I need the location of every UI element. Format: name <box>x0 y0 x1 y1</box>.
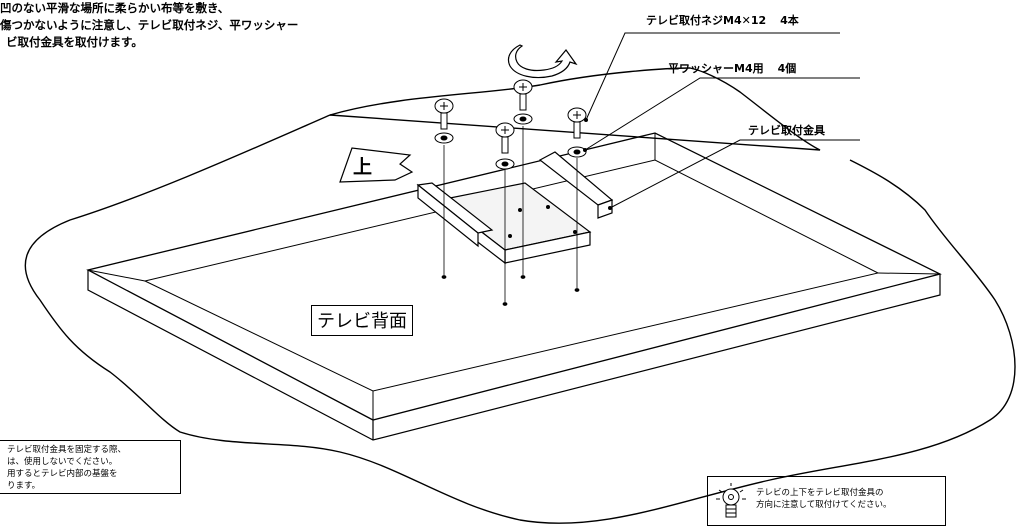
intro-line: 凹のない平滑な場所に柔らかい布等を敷き、 <box>0 1 230 15</box>
leader-dots <box>583 118 612 210</box>
screw-axis-lines <box>441 126 580 306</box>
screws <box>434 79 587 154</box>
washer-label: 平ワッシャーM4用 4個 <box>668 60 796 76</box>
tip-box: テレビの上下をテレビ取付金具の 方向に注意して取付けてください。 <box>707 476 946 526</box>
tip-line: 方向に注意して取付けてください。 <box>756 500 892 510</box>
screw-label: テレビ取付ネジM4✕12 4本 <box>646 12 799 28</box>
frame-bevels <box>87 133 941 420</box>
rotate-arrow-icon <box>507 44 578 79</box>
tv-back-label: テレビ背面 <box>311 305 413 336</box>
intro-line: ビ取付金具を取付けます。 <box>6 35 143 49</box>
tip-line: テレビの上下をテレビ取付金具の <box>756 488 884 498</box>
washer-label-text: 平ワッシャーM4用 <box>668 62 764 75</box>
warning-line: テレビ取付金具を固定する際、 <box>7 445 127 455</box>
intro-text: 凹のない平滑な場所に柔らかい布等を敷き、 傷つかないように注意し、テレビ取付ネジ… <box>0 0 298 51</box>
bracket-drawing <box>416 151 614 265</box>
warning-line: ります。 <box>7 481 41 491</box>
frame-sides <box>87 270 941 441</box>
warning-box: テレビ取付金具を固定する際、 は、使用しないでください。 用するとテレビ内部の基… <box>0 440 181 494</box>
lightbulb-icon <box>716 483 746 518</box>
leader-lines <box>584 32 860 209</box>
warning-line: 用するとテレビ内部の基盤を <box>7 469 118 479</box>
tip-text: テレビの上下をテレビ取付金具の 方向に注意して取付けてください。 <box>756 487 892 511</box>
bracket-holes <box>508 205 577 238</box>
screw-quantity: 4本 <box>780 14 799 27</box>
intro-line: 傷つかないように注意し、テレビ取付ネジ、平ワッシャー <box>0 18 299 32</box>
washer-quantity: 4個 <box>777 62 797 75</box>
up-label: 上 <box>353 156 373 178</box>
warning-line: は、使用しないでください。 <box>7 457 118 467</box>
tv-back-outer <box>86 132 942 421</box>
screw-label-text: テレビ取付ネジM4✕12 <box>646 14 767 27</box>
bracket-label: テレビ取付金具 <box>748 124 825 137</box>
cloth-outline <box>24 67 1016 524</box>
washers <box>434 113 587 170</box>
up-arrow-icon <box>339 147 414 183</box>
